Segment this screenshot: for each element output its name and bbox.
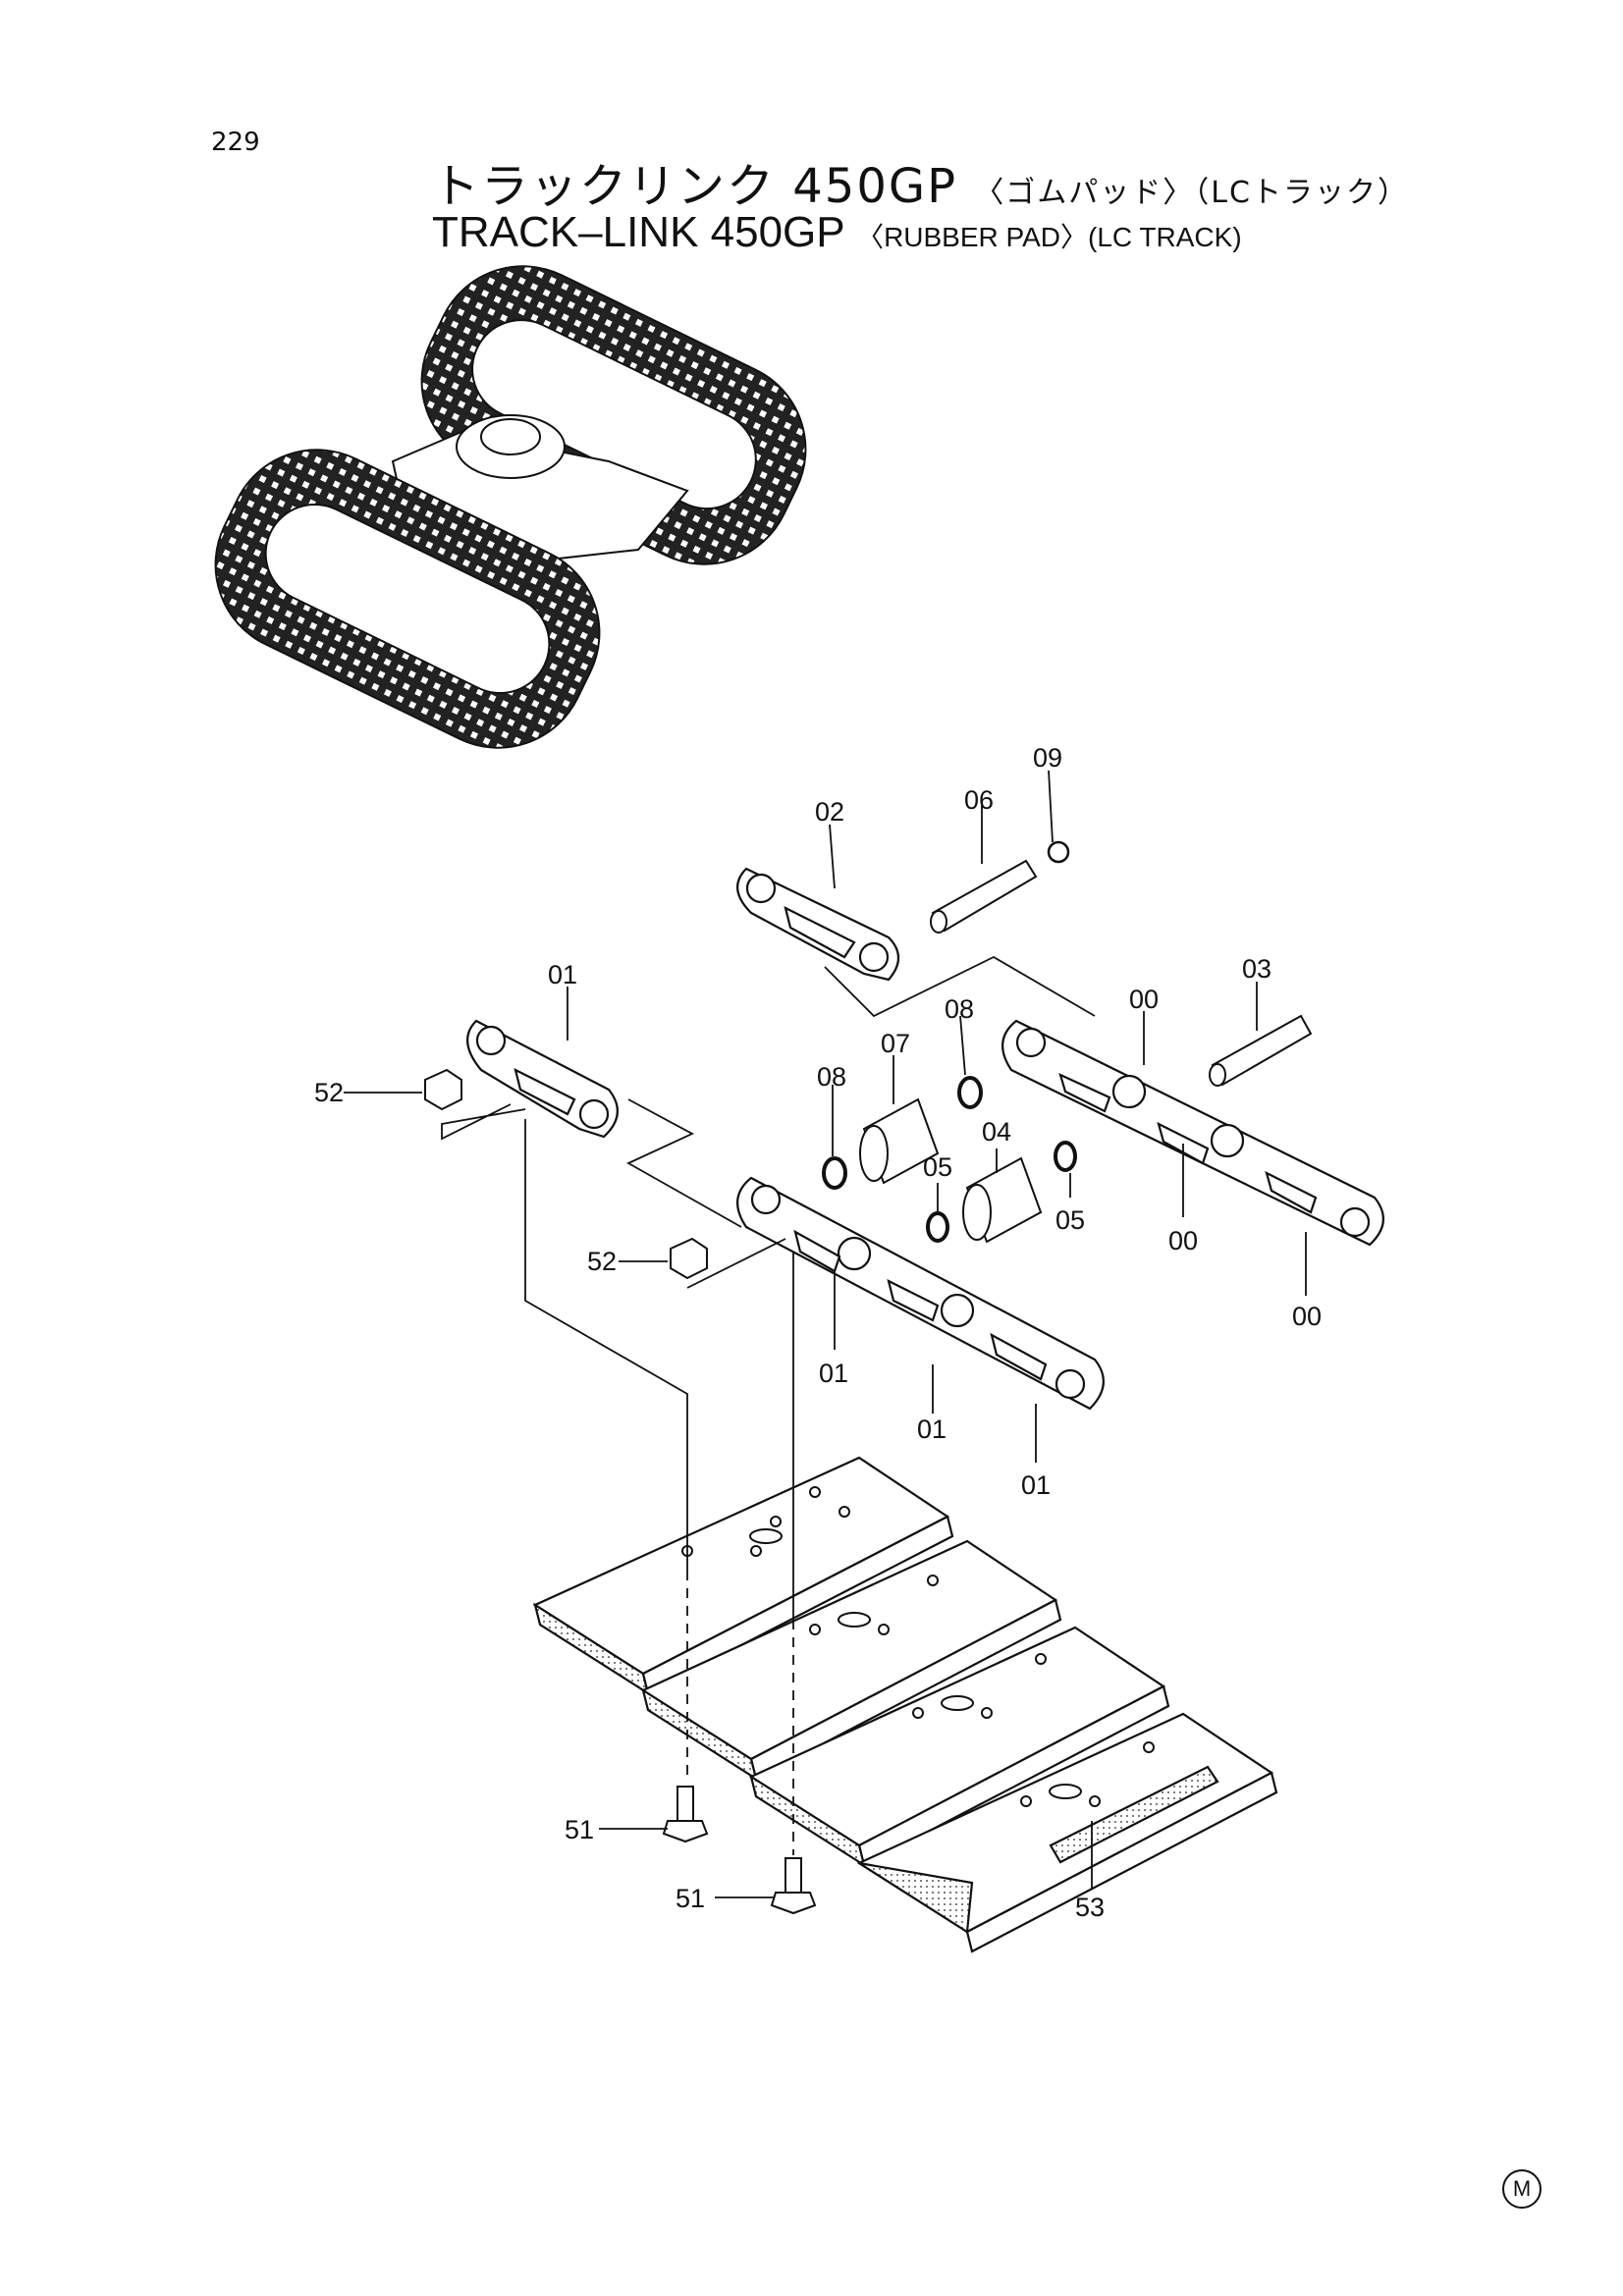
page-number: 229 [211,128,260,157]
title-jp-sub: 〈ゴムパッド〉（LCトラック） [974,176,1409,210]
title-en-main: TRACK–LINK 450GP [432,208,844,256]
callout-01-c: 01 [1021,1470,1051,1500]
callout-06: 06 [964,785,994,815]
callout-05-right: 05 [1055,1205,1085,1235]
callout-01-a: 01 [819,1359,848,1388]
rubber-pads-53 [532,1456,1278,1953]
callout-07: 07 [881,1029,910,1058]
pin-03 [1209,1014,1313,1087]
callout-08-right: 08 [945,994,974,1024]
pad-holes [681,1486,1155,1807]
callout-08-left: 08 [817,1062,846,1092]
nut-52-lower [670,1237,708,1280]
callout-02: 02 [815,797,844,827]
bolt-51-left [662,1786,709,1843]
track-link-02 [736,867,900,982]
track-link-01-upper [466,1019,619,1139]
title-english: TRACK–LINK 450GP 〈RUBBER PAD〉(LC TRACK) [432,208,1242,257]
title-en-sub: 〈RUBBER PAD〉(LC TRACK) [856,222,1242,252]
undercarriage-illustration [214,265,807,749]
callout-51-left: 51 [565,1815,594,1844]
track-link-chain-01 [736,1176,1105,1411]
title-japanese: トラックリンク 450GP 〈ゴムパッド〉（LCトラック） [432,147,1409,216]
callout-52-lower: 52 [587,1247,617,1276]
footer-circled-mark: M [1502,2169,1542,2209]
leader-lines [344,770,1307,1898]
seal-08-left [822,1156,847,1190]
callout-03: 03 [1242,954,1271,984]
callout-00-upper: 00 [1129,985,1159,1014]
callout-00-lower: 00 [1292,1302,1322,1331]
callout-51-right: 51 [676,1884,705,1913]
snap-ring-09 [1047,840,1070,864]
bushing-04 [962,1156,1043,1244]
callout-09: 09 [1033,743,1062,773]
pin-06 [930,859,1038,934]
bolt-51-right [770,1857,817,1915]
seal-05-right [1054,1141,1077,1172]
seal-08-right [957,1076,983,1109]
callout-52-upper: 52 [314,1078,344,1107]
callout-labels: 09 02 06 03 01 00 08 07 08 52 04 05 05 5… [314,743,1322,1922]
assembly-guide-lines [441,955,1096,1855]
callout-01-b: 01 [917,1415,947,1444]
callout-53: 53 [1075,1893,1105,1922]
seal-05-left [926,1211,949,1243]
track-link-chain-00 [1001,1019,1384,1247]
callout-01-upper: 01 [548,960,577,989]
callout-05-left: 05 [923,1152,952,1182]
callout-00-mid: 00 [1168,1226,1198,1255]
title-jp-main: トラックリンク 450GP [432,159,958,214]
nut-52-upper [424,1068,462,1111]
callout-04: 04 [982,1117,1011,1147]
bushing-07 [859,1097,940,1185]
